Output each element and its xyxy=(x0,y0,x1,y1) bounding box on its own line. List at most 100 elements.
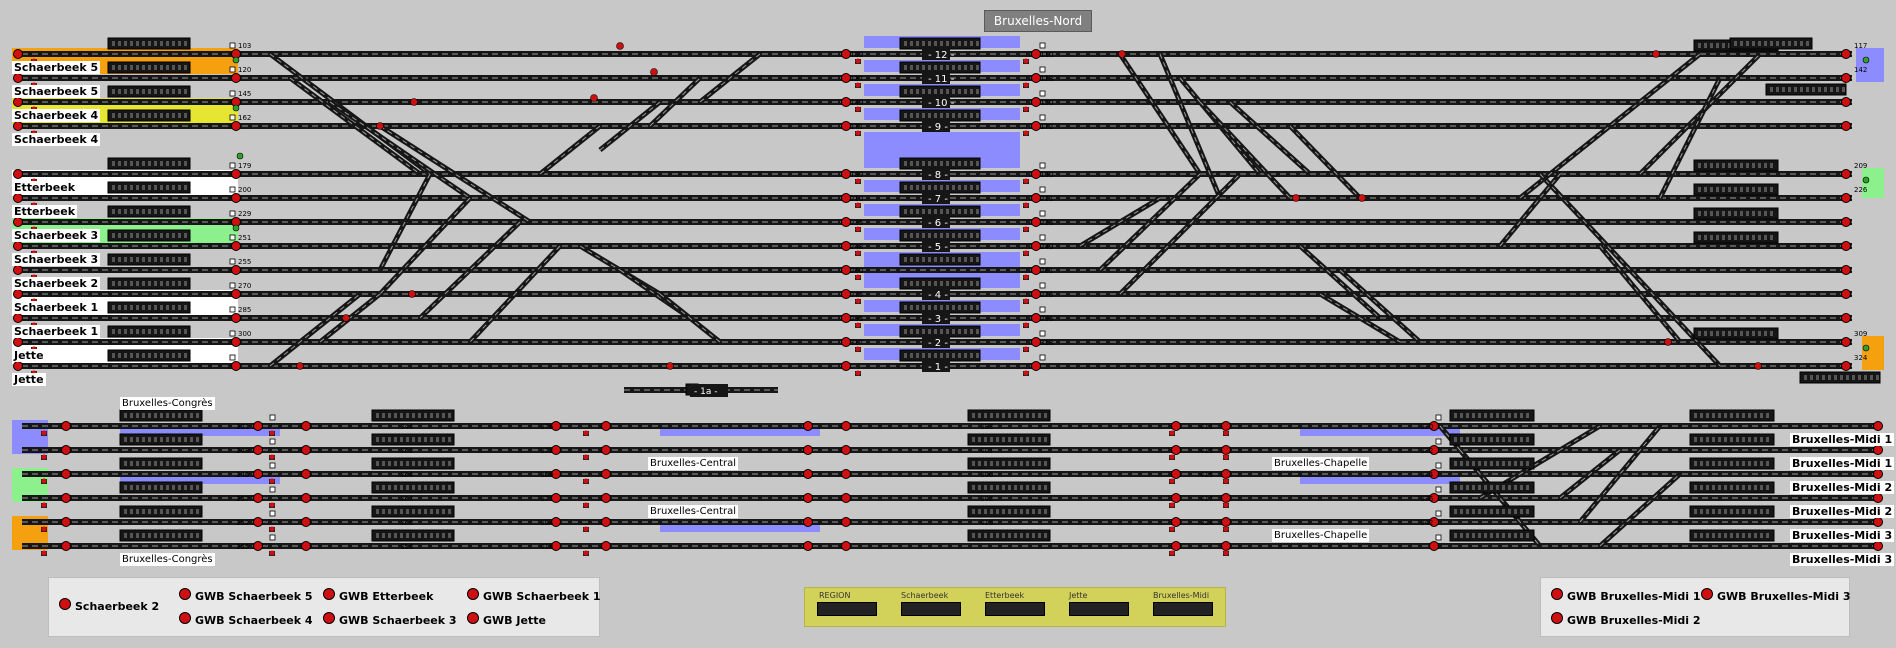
describer-digit xyxy=(142,113,145,118)
describer-digit xyxy=(172,329,175,334)
signal-icon xyxy=(1841,169,1851,179)
describer-digit xyxy=(448,485,451,490)
gwb-bruxelles-midi-1-button[interactable]: GWB Bruxelles-Midi 1 xyxy=(1551,587,1701,603)
signal-lamp-icon xyxy=(1023,250,1029,256)
exit-label: Bruxelles-Midi 3 xyxy=(1790,553,1895,566)
describer-digit xyxy=(970,305,973,310)
describer-digit xyxy=(990,461,993,466)
region-display[interactable] xyxy=(1069,602,1129,616)
signal-icon xyxy=(803,517,813,527)
describer-digit xyxy=(388,509,391,514)
describer-digit xyxy=(172,257,175,262)
crossover-centerline xyxy=(659,293,721,343)
describer-digit xyxy=(934,65,937,70)
describer-digit xyxy=(154,233,157,238)
describer-digit xyxy=(1742,533,1745,538)
describer-digit xyxy=(1694,485,1697,490)
signal-red-icon xyxy=(666,362,674,370)
describer-digit xyxy=(178,305,181,310)
signal-icon xyxy=(1841,49,1851,59)
gwb-schaerbeek-5-button[interactable]: GWB Schaerbeek 5 xyxy=(179,587,313,603)
track-number: 276 xyxy=(1040,291,1054,299)
describer-digit xyxy=(1460,413,1463,418)
track-segment xyxy=(22,99,840,105)
describer-digit xyxy=(1478,437,1481,442)
describer-digit xyxy=(1818,87,1821,92)
describer-digit xyxy=(448,509,451,514)
describer-digit xyxy=(1520,413,1523,418)
gwb-schaerbeek-4-button[interactable]: GWB Schaerbeek 4 xyxy=(179,611,313,627)
describer-digit xyxy=(160,413,163,418)
describer-digit xyxy=(928,209,931,214)
region-display[interactable] xyxy=(1153,602,1213,616)
signal-icon xyxy=(1221,445,1231,455)
describer-digit xyxy=(1490,461,1493,466)
describer-digit xyxy=(112,113,115,118)
describer-digit xyxy=(1724,509,1727,514)
signal-icon xyxy=(1873,517,1883,527)
signal-icon xyxy=(61,421,71,431)
track-number: 411 xyxy=(1200,423,1213,431)
describer-digit xyxy=(928,89,931,94)
gwb-schaerbeek-1-button[interactable]: GWB Schaerbeek 1 xyxy=(467,587,601,603)
track-number: 309 xyxy=(1854,330,1867,338)
describer-digit xyxy=(1472,461,1475,466)
gwb-jette-button[interactable]: GWB Jette xyxy=(467,611,546,627)
describer-digit xyxy=(172,113,175,118)
track-number: 200 xyxy=(238,186,251,194)
gwb-etterbeek-button[interactable]: GWB Etterbeek xyxy=(323,587,433,603)
gwb-schaerbeek-3-button[interactable]: GWB Schaerbeek 3 xyxy=(323,611,457,627)
describer-digit xyxy=(1718,533,1721,538)
signal-icon xyxy=(231,289,241,299)
platform-number-bg xyxy=(922,359,950,372)
track-number: 383 xyxy=(980,423,993,431)
describer-digit xyxy=(166,329,169,334)
track-number: 342 xyxy=(1420,519,1433,527)
describer-digit xyxy=(142,461,145,466)
describer-digit xyxy=(1694,533,1697,538)
track-number: 211 xyxy=(1040,195,1053,203)
region-display[interactable] xyxy=(985,602,1045,616)
signal-green-icon xyxy=(232,104,240,112)
signal-icon xyxy=(1429,541,1439,551)
track-number: 415 xyxy=(1200,471,1213,479)
button-label: GWB Schaerbeek 1 xyxy=(483,590,601,603)
describer-digit xyxy=(972,413,975,418)
track-number: 110 xyxy=(1040,51,1053,59)
describer-digit xyxy=(136,353,139,358)
signal-lamp-icon xyxy=(1023,274,1029,280)
describer-digit xyxy=(964,113,967,118)
describer-digit xyxy=(1502,437,1505,442)
describer-digit xyxy=(1758,331,1761,336)
describer-digit xyxy=(160,161,163,166)
describer-digit xyxy=(1722,235,1725,240)
describer-digit xyxy=(118,305,121,310)
gwb-bruxelles-midi-2-button[interactable]: GWB Bruxelles-Midi 2 xyxy=(1551,611,1701,627)
describer-digit xyxy=(376,485,379,490)
signal-red-icon xyxy=(1358,194,1366,202)
describer-digit xyxy=(1754,485,1757,490)
signal-lamp-icon xyxy=(1023,178,1029,184)
describer-digit xyxy=(964,89,967,94)
describer-digit xyxy=(1706,509,1709,514)
signal-icon xyxy=(1031,97,1041,107)
describer-digit xyxy=(1782,41,1785,46)
describer-digit xyxy=(160,353,163,358)
gwb-bruxelles-midi-3-button[interactable]: GWB Bruxelles-Midi 3 xyxy=(1701,587,1851,603)
signal-lamp-icon xyxy=(1223,478,1229,484)
describer-digit xyxy=(136,65,139,70)
describer-digit xyxy=(1472,533,1475,538)
describer-digit xyxy=(166,89,169,94)
describer-digit xyxy=(1764,187,1767,192)
describer-digit xyxy=(1472,485,1475,490)
schaerbeek-2-button[interactable]: Schaerbeek 2 xyxy=(59,597,159,613)
describer-digit xyxy=(154,413,157,418)
region-display[interactable] xyxy=(817,602,877,616)
describer-digit xyxy=(1710,331,1713,336)
describer-digit xyxy=(130,89,133,94)
region-display[interactable] xyxy=(901,602,961,616)
track-number: 300 xyxy=(238,330,251,338)
signal-lamp-icon xyxy=(41,526,47,532)
describer-digit xyxy=(928,353,931,358)
signal-icon xyxy=(231,313,241,323)
